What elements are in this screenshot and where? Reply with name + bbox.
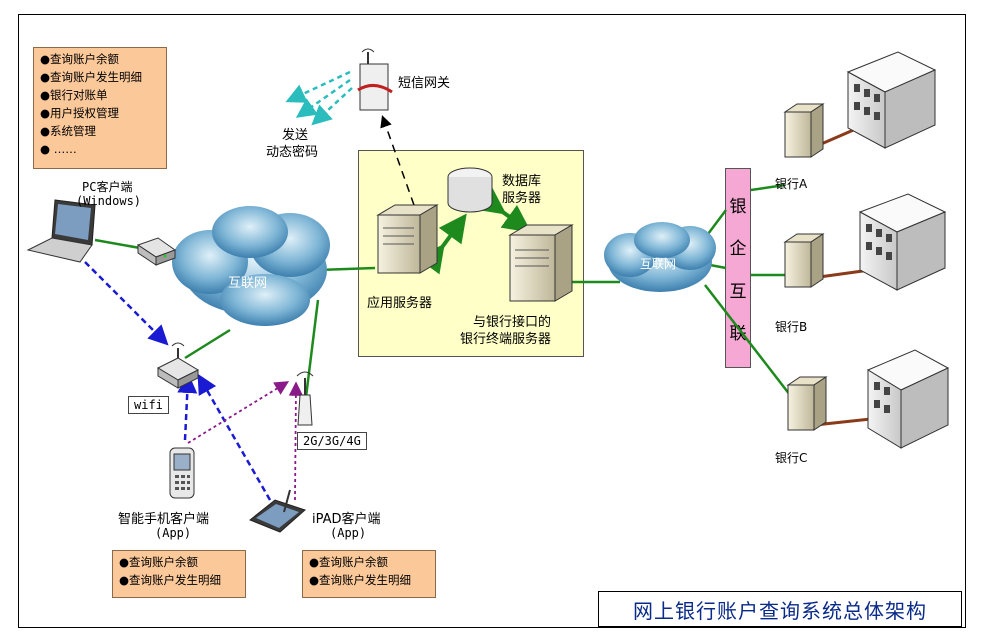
- pc-client-os-label: (Windows): [76, 194, 142, 208]
- app-server-icon: [376, 204, 439, 274]
- bank-interface-server-label-2: 银行终端服务器: [460, 332, 552, 347]
- bank-interface-server-icon: [508, 224, 574, 302]
- feature-item: ●系统管理: [40, 124, 97, 138]
- bank-a-building-icon: [846, 51, 937, 149]
- feature-item: ●查询账户余额: [309, 555, 389, 569]
- bank-enterprise-char: 企: [729, 239, 747, 260]
- bank-b-server-icon: [783, 233, 825, 288]
- sms-gateway-label: 短信网关: [398, 76, 451, 91]
- smartphone-client-label: 智能手机客户端: [118, 512, 210, 527]
- bank-enterprise-char: 互: [729, 281, 747, 302]
- internet-left-label: 互联网: [228, 276, 268, 291]
- pc-client-label: PC客户端: [82, 180, 133, 194]
- wifi-label: wifi: [128, 396, 169, 414]
- db-server-label-2: 服务器: [502, 191, 542, 206]
- bank-enterprise-char: 银: [729, 196, 747, 217]
- modem-icon: [136, 237, 177, 266]
- cell-tower-icon: [296, 371, 314, 426]
- internet-cloud-left: [172, 206, 330, 326]
- smartphone-app-label: (App): [155, 526, 192, 540]
- feature-item: ●查询账户发生明细: [40, 70, 143, 84]
- ipad-icon: [249, 489, 306, 533]
- feature-item: ●查询账户发生明细: [119, 573, 222, 587]
- internet-cloud-right: [604, 222, 716, 292]
- diagram-title: 网上银行账户查询系统总体架构: [598, 591, 962, 627]
- smartphone-feature-list: ●查询账户余额 ●查询账户发生明细: [112, 550, 246, 598]
- app-server-label: 应用服务器: [367, 296, 433, 311]
- laptop-icon: [26, 199, 96, 263]
- bank-c-server-icon: [786, 376, 828, 431]
- database-server-icon: [447, 167, 493, 213]
- feature-item: ●查询账户余额: [119, 555, 199, 569]
- mobile-network-label: 2G/3G/4G: [297, 432, 367, 450]
- smartphone-icon: [169, 447, 195, 499]
- ipad-feature-list: ●查询账户余额 ●查询账户发生明细: [302, 550, 436, 598]
- internet-right-label: 互联网: [640, 257, 677, 271]
- ipad-client-label: iPAD客户端: [312, 512, 381, 527]
- pc-feature-list: ●查询账户余额 ●查询账户发生明细 ●银行对账单 ●用户授权管理 ●系统管理 ●…: [33, 47, 167, 169]
- send-password-label-1: 发送: [282, 128, 309, 143]
- bank-b-label: 银行B: [775, 320, 808, 334]
- bank-c-building-icon: [866, 349, 950, 449]
- feature-item: ●银行对账单: [40, 88, 108, 102]
- sms-gateway-icon: [357, 48, 393, 111]
- ipad-app-label: (App): [330, 526, 367, 540]
- feature-item: ●用户授权管理: [40, 106, 120, 120]
- db-server-label-1: 数据库: [502, 174, 542, 189]
- feature-item: ●查询账户余额: [40, 52, 120, 66]
- feature-item: ● ……: [40, 142, 77, 156]
- wifi-router-icon: [156, 342, 200, 389]
- bank-c-label: 银行C: [775, 451, 808, 465]
- send-password-label-2: 动态密码: [266, 145, 319, 160]
- bank-b-building-icon: [858, 193, 947, 291]
- diagram-frame: [18, 14, 966, 628]
- bank-a-label: 银行A: [775, 177, 808, 191]
- bank-enterprise-char: 联: [729, 324, 747, 345]
- bank-a-server-icon: [783, 103, 825, 158]
- bank-interface-server-label-1: 与银行接口的: [473, 315, 552, 330]
- feature-item: ●查询账户发生明细: [309, 573, 412, 587]
